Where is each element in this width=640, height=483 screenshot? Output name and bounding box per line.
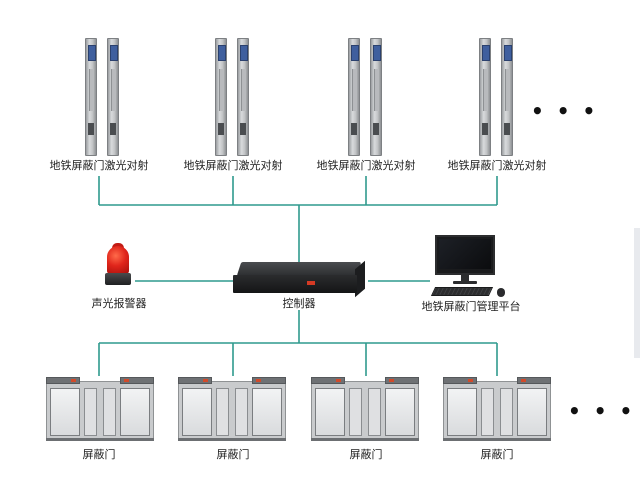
laser-label-1: 地铁屏蔽门激光对射 [49, 159, 149, 172]
screen-door-3 [311, 377, 419, 441]
laser-post-icon [501, 38, 513, 156]
laser-pair-1 [85, 38, 125, 156]
door-label-1: 屏蔽门 [82, 448, 116, 461]
laser-post-icon [107, 38, 119, 156]
computer-icon [430, 235, 509, 297]
laser-label-2: 地铁屏蔽门激光对射 [183, 159, 283, 172]
laser-post-icon [479, 38, 491, 156]
controller-box-icon [233, 260, 365, 298]
alarm-light-icon [105, 243, 131, 286]
door-more-ellipsis: • • • [568, 399, 636, 423]
laser-pair-2 [215, 38, 255, 156]
laser-label-3: 地铁屏蔽门激光对射 [316, 159, 416, 172]
laser-post-icon [215, 38, 227, 156]
laser-post-icon [348, 38, 360, 156]
screen-door-4 [443, 377, 551, 441]
screen-door-1 [46, 377, 154, 441]
door-label-3: 屏蔽门 [349, 448, 383, 461]
door-label-4: 屏蔽门 [480, 448, 514, 461]
screen-door-2 [178, 377, 286, 441]
laser-pair-4 [479, 38, 519, 156]
laser-post-icon [370, 38, 382, 156]
laser-pair-3 [348, 38, 388, 156]
alarm-label: 声光报警器 [91, 297, 147, 310]
door-label-2: 屏蔽门 [216, 448, 250, 461]
laser-more-ellipsis: • • • [531, 99, 599, 123]
edge-scrollbar [634, 228, 640, 358]
laser-post-icon [85, 38, 97, 156]
controller-label: 控制器 [282, 297, 316, 310]
laser-label-4: 地铁屏蔽门激光对射 [447, 159, 547, 172]
laser-post-icon [237, 38, 249, 156]
platform-label: 地铁屏蔽门管理平台 [421, 300, 521, 313]
